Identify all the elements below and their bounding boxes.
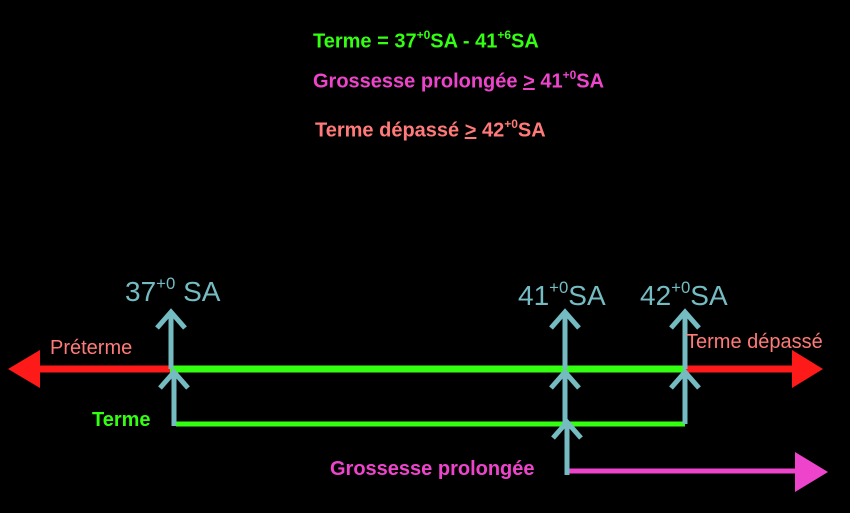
text: SA	[690, 279, 728, 311]
text: SA	[576, 70, 605, 93]
label-grossesse-prolongee: Grossesse prolongée	[330, 458, 535, 480]
definition-terme: Terme = 37+0SA - 41+6SA	[313, 28, 539, 53]
text: SA	[175, 275, 221, 307]
text: Terme dépassé	[315, 119, 465, 142]
arrow-up-icon	[669, 368, 701, 424]
arrow-up-icon	[155, 308, 187, 369]
text: 41	[518, 279, 550, 311]
superscript: +0	[156, 274, 176, 293]
tick-label-41: 41+0SA	[518, 278, 606, 312]
text: 37	[125, 275, 157, 307]
prolongee-arrowhead	[795, 452, 828, 492]
timeline-main	[8, 350, 823, 388]
arrow-up-icon	[158, 368, 190, 426]
superscript: +0	[504, 117, 518, 131]
text: SA	[511, 30, 539, 53]
text: SA	[568, 279, 606, 311]
text: Terme = 37	[313, 30, 417, 53]
label-terme: Terme	[92, 409, 151, 431]
label-preterme: Préterme	[50, 337, 133, 359]
definition-depasse: Terme dépassé > 42+0SA	[315, 117, 546, 142]
text: SA - 41	[430, 30, 498, 53]
tick-arrows	[155, 308, 701, 475]
label-terme-depasse: Terme dépassé	[686, 331, 823, 353]
text: Grossesse prolongée	[313, 70, 524, 93]
arrow-up-icon	[549, 368, 581, 424]
ge-symbol: >	[523, 70, 535, 93]
superscript: +0	[416, 28, 431, 42]
arrow-up-icon	[669, 308, 701, 369]
text: 42	[476, 119, 505, 142]
text: 41	[534, 70, 563, 93]
left-arrowhead	[8, 350, 40, 388]
text: SA	[517, 119, 546, 142]
superscript: +0	[562, 68, 577, 82]
superscript: +0	[549, 278, 569, 297]
arrow-up-icon	[549, 308, 581, 369]
superscript: +6	[497, 28, 512, 42]
definition-prolongee: Grossesse prolongée > 41+0SA	[313, 68, 604, 93]
superscript: +0	[671, 278, 691, 297]
text: 42	[640, 279, 672, 311]
ge-symbol: >	[464, 119, 477, 142]
arrow-up-icon	[551, 418, 583, 475]
right-arrowhead	[792, 350, 823, 388]
tick-label-42: 42+0SA	[640, 278, 728, 312]
tick-label-37: 37+0 SA	[125, 274, 220, 308]
